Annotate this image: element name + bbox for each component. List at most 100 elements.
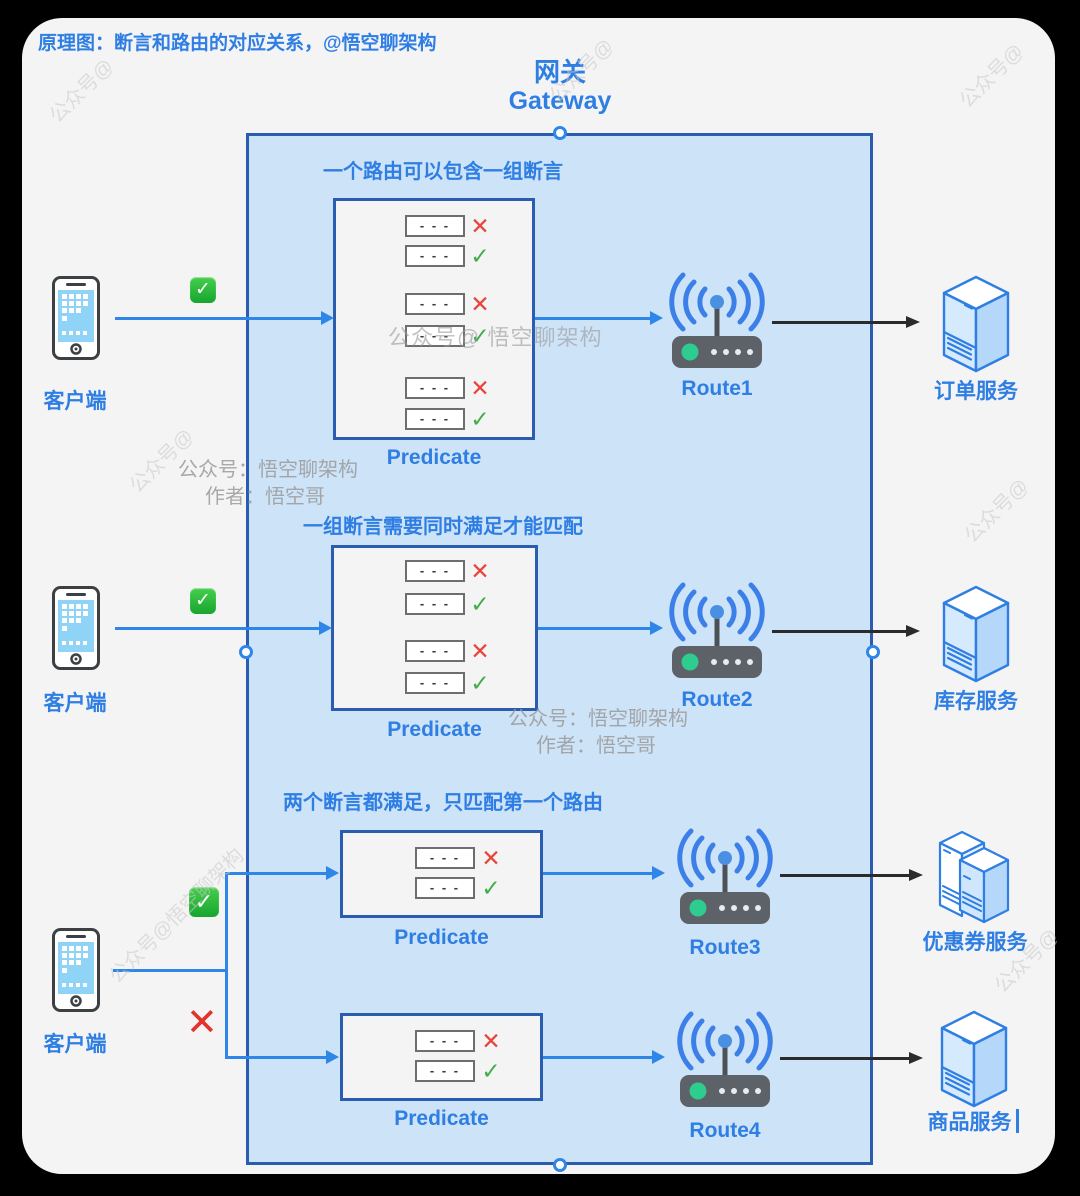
predicate-label-1: Predicate <box>386 446 482 469</box>
pass-icon: ✓ <box>481 1058 501 1084</box>
router-icon <box>677 1011 773 1107</box>
connector-dot-bottom <box>553 1158 567 1172</box>
predicate-box-1 <box>333 198 535 440</box>
predicate-item: - - - <box>405 408 465 430</box>
route1-label: Route1 <box>681 377 753 400</box>
fail-icon: ✕ <box>481 845 501 871</box>
server-icon <box>940 1010 1008 1108</box>
route4-to-service4-line <box>780 1057 909 1060</box>
predicate-item: - - - <box>405 593 465 615</box>
branch-to-predicate3-line <box>225 872 326 875</box>
text-cursor <box>1015 1109 1019 1133</box>
pass-icon: ✓ <box>470 670 490 696</box>
predicate-item: - - - <box>415 847 475 869</box>
service1-label: 订单服务 <box>934 380 1018 403</box>
check-glyph: ✓ <box>195 590 211 611</box>
pass-check-emoji: ✓ <box>190 277 216 303</box>
branch-to-predicate4-line <box>225 1056 326 1059</box>
service4-label: 商品服务 <box>908 1106 1038 1136</box>
client2-label: 客户端 <box>43 692 107 715</box>
predicate-item: - - - <box>405 245 465 267</box>
predicate-item: - - - <box>415 1060 475 1082</box>
pass-check-emoji: ✓ <box>190 588 216 614</box>
server-cluster-icon <box>938 830 1010 924</box>
route3-label: Route3 <box>689 936 761 959</box>
service3-label: 优惠券服务 <box>922 931 1028 954</box>
predicate-item: - - - <box>405 215 465 237</box>
fail-icon: ✕ <box>470 638 490 664</box>
predicate4-to-route4-line <box>543 1056 654 1059</box>
client3-branch-line <box>225 872 228 1059</box>
gateway-title-en: Gateway <box>508 87 612 115</box>
fail-icon: ✕ <box>470 291 490 317</box>
router-icon <box>669 582 765 678</box>
predicate-label-2: Predicate <box>387 718 482 741</box>
section2-caption: 一组断言需要同时满足才能匹配 <box>303 516 583 538</box>
pass-check-emoji: ✓ <box>189 887 219 917</box>
predicate3-to-route3-line <box>543 872 654 875</box>
route4-label: Route4 <box>689 1119 761 1142</box>
predicate-label-4: Predicate <box>394 1107 489 1130</box>
predicate-item: - - - <box>405 640 465 662</box>
router-icon <box>669 272 765 368</box>
arrowhead <box>909 1052 923 1064</box>
arrowhead <box>652 866 665 880</box>
gateway-title-zh: 网关 <box>533 57 586 87</box>
fail-cross-emoji: ✕ <box>186 1002 218 1044</box>
server-icon <box>942 585 1010 683</box>
watermark-inline: 公众号@ 悟空聊架构 <box>388 325 603 350</box>
route3-to-service3-line <box>780 874 909 877</box>
arrowhead <box>321 311 334 325</box>
diagram-title-note: 原理图：断言和路由的对应关系，@悟空聊架构 <box>38 33 437 54</box>
service4-text: 商品服务 <box>927 1111 1012 1134</box>
client1-label: 客户端 <box>43 390 107 413</box>
predicate-box-3 <box>340 830 543 918</box>
arrowhead <box>650 311 663 325</box>
client3-stem-line <box>113 969 228 972</box>
phone-icon <box>52 276 100 360</box>
connector-dot-left <box>239 645 253 659</box>
check-glyph: ✓ <box>194 889 214 914</box>
arrowhead <box>906 316 920 328</box>
watermark-author: 作者：悟空哥 <box>536 735 656 757</box>
client1-to-gateway-line <box>115 317 323 320</box>
predicate-box-4 <box>340 1013 543 1101</box>
client3-label: 客户端 <box>43 1033 107 1056</box>
client2-to-gateway-line <box>115 627 321 630</box>
predicate2-to-route2-line <box>538 627 652 630</box>
connector-dot-top <box>553 126 567 140</box>
router-icon <box>677 828 773 924</box>
service2-label: 库存服务 <box>934 690 1018 713</box>
section1-caption: 一个路由可以包含一组断言 <box>323 161 563 183</box>
phone-icon <box>52 586 100 670</box>
section3-caption: 两个断言都满足，只匹配第一个路由 <box>283 792 603 814</box>
arrowhead <box>319 621 332 635</box>
server-icon <box>942 275 1010 373</box>
arrowhead <box>326 1050 339 1064</box>
fail-icon: ✕ <box>470 558 490 584</box>
connector-dot-right <box>866 645 880 659</box>
arrowhead <box>906 625 920 637</box>
arrowhead <box>652 1050 665 1064</box>
predicate-item: - - - <box>405 325 465 347</box>
check-glyph: ✓ <box>195 279 211 300</box>
predicate1-to-route1-line <box>535 317 652 320</box>
arrowhead <box>326 866 339 880</box>
pass-icon: ✓ <box>470 323 490 349</box>
arrowhead <box>909 869 923 881</box>
watermark-account: 公众号：悟空聊架构 <box>178 459 358 481</box>
pass-icon: ✓ <box>470 243 490 269</box>
predicate-item: - - - <box>405 293 465 315</box>
predicate-item: - - - <box>415 877 475 899</box>
predicate-item: - - - <box>405 560 465 582</box>
predicate-item: - - - <box>415 1030 475 1052</box>
fail-icon: ✕ <box>481 1028 501 1054</box>
watermark-author: 作者：悟空哥 <box>205 486 325 508</box>
route2-label: Route2 <box>681 688 753 711</box>
fail-icon: ✕ <box>470 213 490 239</box>
pass-icon: ✓ <box>481 875 501 901</box>
pass-icon: ✓ <box>470 406 490 432</box>
pass-icon: ✓ <box>470 591 490 617</box>
watermark-account: 公众号：悟空聊架构 <box>508 708 688 730</box>
phone-icon <box>52 928 100 1012</box>
